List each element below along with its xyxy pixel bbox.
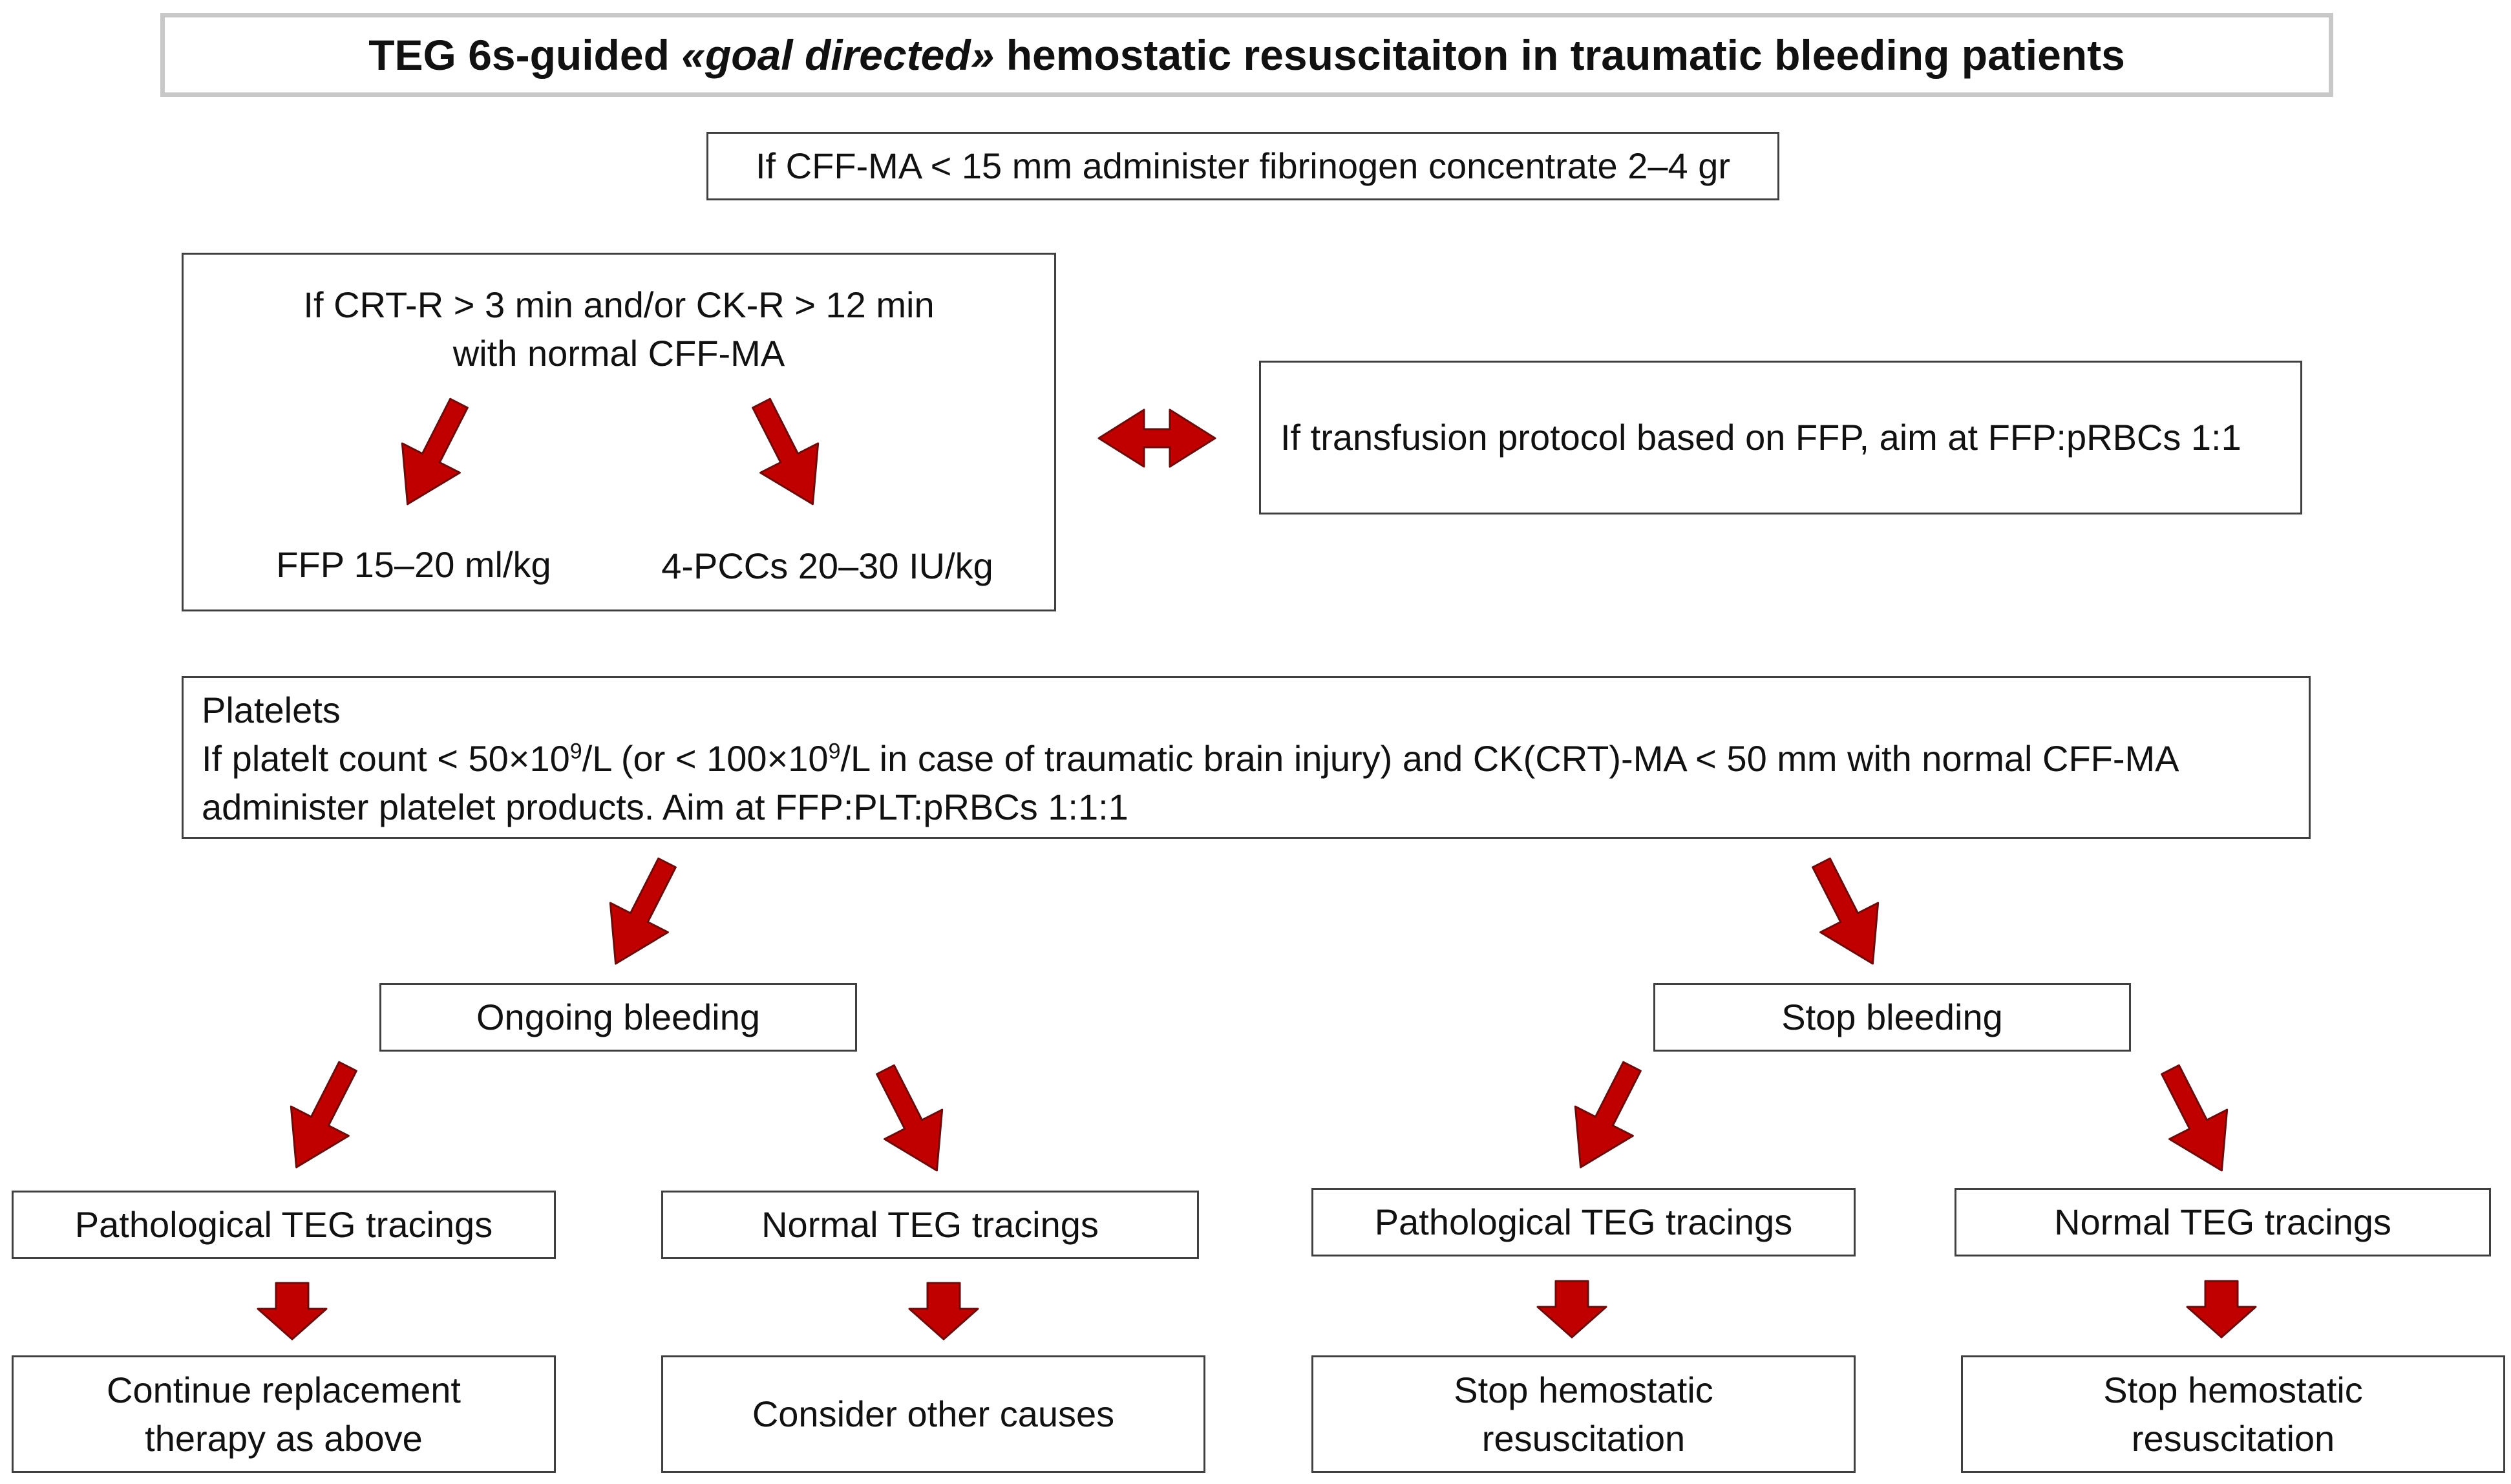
platelets-action: administer platelet products. Aim at FFP…	[202, 787, 1128, 828]
stop-pathological-box: Pathological TEG tracings	[1311, 1188, 1856, 1256]
title-box: TEG 6s-guided «goal directed» hemostatic…	[160, 13, 2333, 97]
ongoing-normal-action-box: Consider other causes	[661, 1355, 1205, 1473]
diagram-title: TEG 6s-guided «goal directed» hemostatic…	[368, 30, 2125, 79]
crt-condition-line1: If CRT-R > 3 min and/or CK-R > 12 min	[303, 284, 935, 325]
ongoing-normal-label: Normal TEG tracings	[761, 1204, 1099, 1246]
stop-resuscitation-line2: resuscitation	[2131, 1418, 2335, 1459]
stop-normal-action-box: Stop hemostatic resuscitation	[1961, 1355, 2505, 1473]
stop-normal-label: Normal TEG tracings	[2054, 1202, 2391, 1243]
ongoing-normal-box: Normal TEG tracings	[661, 1191, 1199, 1259]
ongoing-bleeding-box: Ongoing bleeding	[379, 983, 857, 1052]
stop-normal-box: Normal TEG tracings	[1955, 1188, 2491, 1256]
platelets-condition: If platelt count < 50×109/L (or < 100×10…	[202, 738, 2179, 779]
ongoing-pathological-action-box: Continue replacement therapy as above	[12, 1355, 556, 1473]
pcc-option: 4-PCCs 20–30 IU/kg	[661, 546, 993, 586]
stop-resuscitation-line1: Stop hemostatic	[2103, 1369, 2363, 1410]
fibrinogen-box: If CFF-MA < 15 mm administer fibrinogen …	[706, 132, 1779, 200]
arrow-down-right-icon	[876, 1064, 944, 1172]
consider-causes-text: Consider other causes	[752, 1394, 1115, 1435]
arrow-down-left-icon	[609, 857, 677, 965]
arrow-down-icon	[257, 1282, 328, 1341]
arrow-down-icon	[908, 1282, 979, 1341]
ongoing-pathological-box: Pathological TEG tracings	[12, 1191, 556, 1259]
stop-pathological-label: Pathological TEG tracings	[1374, 1202, 1793, 1243]
platelets-heading: Platelets	[202, 690, 341, 730]
fibrinogen-text: If CFF-MA < 15 mm administer fibrinogen …	[756, 145, 1730, 187]
arrow-down-left-icon	[1574, 1061, 1642, 1169]
stop-bleeding-box: Stop bleeding	[1653, 983, 2131, 1052]
double-arrow-icon	[1097, 408, 1216, 468]
stop-resuscitation-line2: resuscitation	[1481, 1418, 1686, 1459]
arrow-down-right-icon	[1812, 857, 1880, 965]
continue-therapy-line1: Continue replacement	[107, 1369, 461, 1410]
stop-bleeding-label: Stop bleeding	[1781, 997, 2003, 1038]
crt-box: If CRT-R > 3 min and/or CK-R > 12 min wi…	[182, 253, 1056, 611]
stop-pathological-action-box: Stop hemostatic resuscitation	[1311, 1355, 1856, 1473]
transfusion-box: If transfusion protocol based on FFP, ai…	[1259, 361, 2302, 514]
stop-resuscitation-line1: Stop hemostatic	[1454, 1369, 1713, 1410]
continue-therapy-line2: therapy as above	[145, 1418, 423, 1459]
transfusion-text: If transfusion protocol based on FFP, ai…	[1280, 417, 2241, 458]
platelets-box: Platelets If platelt count < 50×109/L (o…	[182, 676, 2311, 839]
arrow-down-right-icon	[2161, 1064, 2229, 1172]
ongoing-bleeding-label: Ongoing bleeding	[476, 997, 761, 1038]
crt-condition-line2: with normal CFF-MA	[452, 333, 785, 374]
arrow-down-icon	[1536, 1280, 1607, 1339]
ongoing-pathological-label: Pathological TEG tracings	[74, 1204, 493, 1246]
arrow-down-left-icon	[290, 1061, 357, 1169]
ffp-option: FFP 15–20 ml/kg	[276, 544, 551, 585]
arrow-down-icon	[2186, 1280, 2257, 1339]
